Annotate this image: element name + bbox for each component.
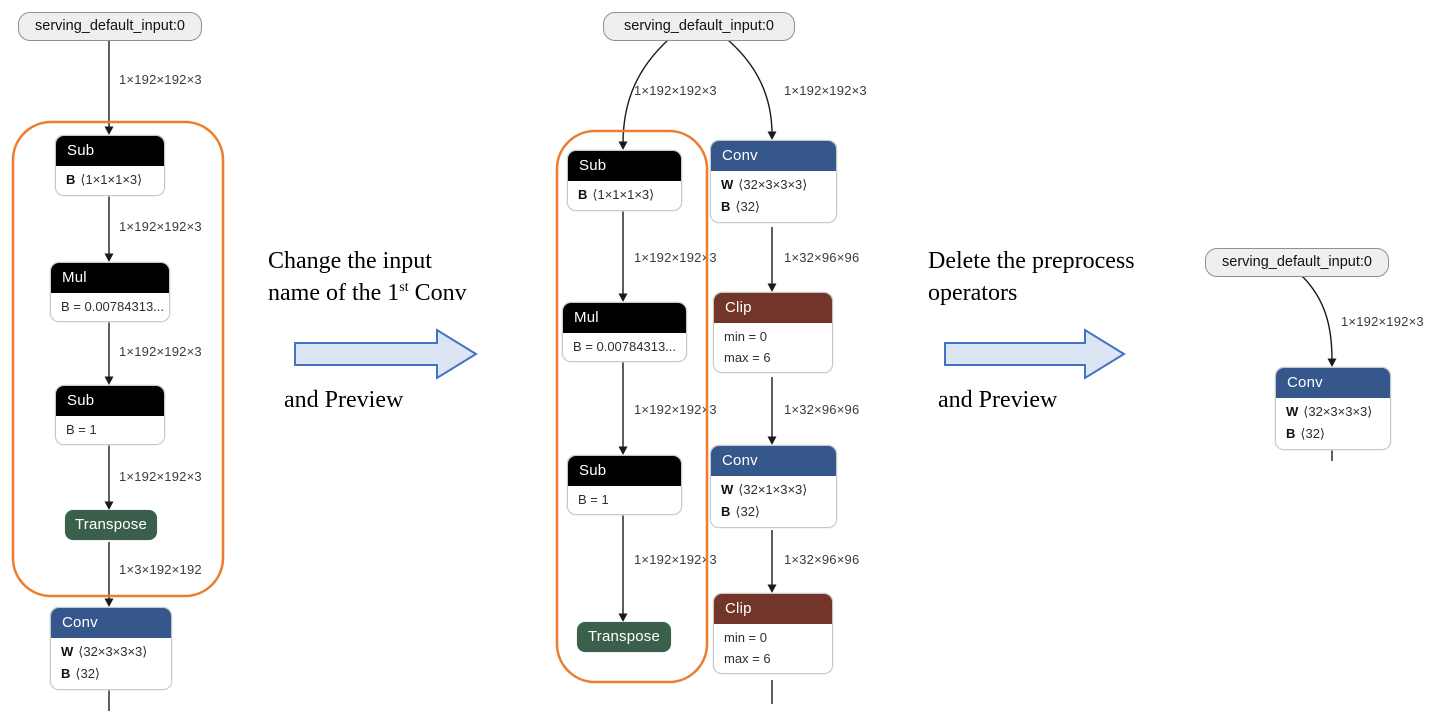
node-transpose[interactable]: Transpose [65,510,157,540]
node-attr: B = 1 [578,492,609,507]
transition-arrow-icon [294,328,478,380]
tensor-shape-label: 1×3×192×192 [119,562,202,577]
tensor-shape-label: 1×192×192×3 [119,469,202,484]
node-title: Clip [714,293,832,323]
arrowhead [618,141,628,150]
tensor-shape-label: 1×32×96×96 [784,250,860,265]
node-mul[interactable]: Mul B = 0.00784313... [562,302,687,362]
tensor-shape-label: 1×192×192×3 [784,83,867,98]
arrowhead [104,501,114,510]
tensor-shape-label: 1×192×192×3 [119,344,202,359]
node-attr: max = 6 [724,651,771,666]
tensor-shape-label: 1×192×192×3 [634,402,717,417]
node-attr: min = 0 [724,329,767,344]
arrowhead [104,376,114,385]
node-sub[interactable]: Sub B = 1 [567,455,682,515]
arrowhead [618,293,628,302]
node-title: Transpose [577,622,671,652]
node-title: Sub [56,386,164,416]
node-title: Sub [56,136,164,166]
node-conv[interactable]: Conv W⟨32×3×3×3⟩ B⟨32⟩ [710,140,837,223]
arrowhead [767,584,777,593]
node-title: Sub [568,151,681,181]
node-attr: B⟨32⟩ [721,199,760,214]
node-title: Conv [711,141,836,171]
annotation-step-1: Change the input name of the 1st Conv [268,248,467,306]
input-node[interactable]: serving_default_input:0 [603,12,795,41]
arrowhead [104,126,114,135]
tensor-shape-label: 1×192×192×3 [634,83,717,98]
node-attr: W⟨32×3×3×3⟩ [61,644,148,659]
annotation-step-2-preview: and Preview [938,387,1058,413]
arrowhead [618,613,628,622]
node-conv[interactable]: Conv W⟨32×1×3×3⟩ B⟨32⟩ [710,445,837,528]
tensor-shape-label: 1×192×192×3 [1341,314,1424,329]
node-attr: B⟨1×1×1×3⟩ [578,187,655,202]
transition-arrow-icon [944,328,1126,380]
input-node[interactable]: serving_default_input:0 [1205,248,1389,277]
tensor-shape-label: 1×32×96×96 [784,402,860,417]
node-sub[interactable]: Sub B = 1 [55,385,165,445]
arrowhead [1327,358,1337,367]
node-attr: B⟨32⟩ [721,504,760,519]
arrowhead [104,253,114,262]
node-attr: B = 0.00784313... [61,299,165,314]
node-mul[interactable]: Mul B = 0.00784313... [50,262,170,322]
node-title: Conv [1276,368,1390,398]
arrowhead [767,436,777,445]
node-attr: W⟨32×1×3×3⟩ [721,482,808,497]
arrowhead [767,131,777,140]
edge-branch-right [727,39,773,135]
node-conv[interactable]: Conv W⟨32×3×3×3⟩ B⟨32⟩ [1275,367,1391,450]
tensor-shape-label: 1×192×192×3 [634,250,717,265]
tensor-shape-label: 1×192×192×3 [119,72,202,87]
node-attr: B⟨32⟩ [1286,426,1325,441]
node-attr: B = 1 [66,422,97,437]
node-title: Mul [563,303,686,333]
node-attr: B⟨1×1×1×3⟩ [66,172,143,187]
node-attr: min = 0 [724,630,767,645]
node-sub[interactable]: Sub B⟨1×1×1×3⟩ [55,135,165,196]
annotation-step-1-preview: and Preview [284,387,404,413]
node-attr: max = 6 [724,350,771,365]
annotation-step-2: Delete the preprocess operators [928,248,1135,306]
node-attr: B = 0.00784313... [573,339,677,354]
arrowhead [618,446,628,455]
node-clip[interactable]: Clip min = 0 max = 6 [713,292,833,373]
node-conv[interactable]: Conv W⟨32×3×3×3⟩ B⟨32⟩ [50,607,172,690]
tensor-shape-label: 1×32×96×96 [784,552,860,567]
node-title: Conv [51,608,171,638]
arrowhead [767,283,777,292]
node-transpose[interactable]: Transpose [577,622,671,652]
input-node[interactable]: serving_default_input:0 [18,12,202,41]
node-title: Clip [714,594,832,624]
node-title: Mul [51,263,169,293]
node-attr: W⟨32×3×3×3⟩ [721,177,808,192]
node-attr: W⟨32×3×3×3⟩ [1286,404,1373,419]
node-title: Conv [711,446,836,476]
node-title: Sub [568,456,681,486]
arrowhead [104,598,114,607]
node-clip[interactable]: Clip min = 0 max = 6 [713,593,833,674]
node-sub[interactable]: Sub B⟨1×1×1×3⟩ [567,150,682,211]
tensor-shape-label: 1×192×192×3 [634,552,717,567]
node-title: Transpose [65,510,157,540]
node-attr: B⟨32⟩ [61,666,100,681]
tensor-shape-label: 1×192×192×3 [119,219,202,234]
edge [1301,275,1333,361]
